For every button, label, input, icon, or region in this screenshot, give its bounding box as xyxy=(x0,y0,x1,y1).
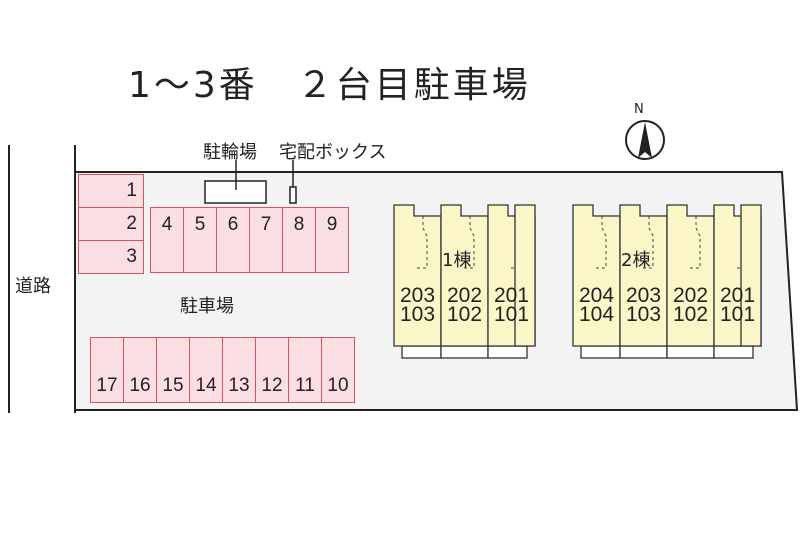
parking-space: 10 xyxy=(321,337,355,403)
parking-space: 5 xyxy=(183,207,217,273)
north-label: N xyxy=(634,102,644,117)
unit-lower: 104 xyxy=(578,303,615,326)
building xyxy=(393,204,536,359)
parking-space-number: 8 xyxy=(293,214,305,235)
parking-space: 17 xyxy=(90,337,124,403)
parking-space-number: 7 xyxy=(260,214,272,235)
balcony xyxy=(401,345,442,359)
parking-space: 2 xyxy=(78,207,144,241)
parking-space-number: 4 xyxy=(161,214,173,235)
building xyxy=(572,204,762,359)
parking-space: 4 xyxy=(150,207,184,273)
parking-space: 8 xyxy=(282,207,316,273)
parking-space: 15 xyxy=(156,337,190,403)
balcony xyxy=(487,345,528,359)
unit-upper: 203 xyxy=(399,284,436,307)
unit-lower: 103 xyxy=(625,303,662,326)
bicycle-parking-label: 駐輪場 xyxy=(203,142,257,163)
parking-space: 1 xyxy=(78,174,144,208)
balcony xyxy=(580,345,621,359)
parking-space: 9 xyxy=(315,207,349,273)
unit-lower: 102 xyxy=(672,303,709,326)
parking-space: 14 xyxy=(189,337,223,403)
parking-space-number: 10 xyxy=(327,375,349,396)
parking-space: 3 xyxy=(78,240,144,274)
parking-space-number: 15 xyxy=(162,375,184,396)
parking-space-number: 12 xyxy=(261,375,283,396)
unit-upper: 202 xyxy=(672,284,709,307)
parking-space-number: 3 xyxy=(126,246,137,267)
parking-space: 16 xyxy=(123,337,157,403)
parking-space-number: 1 xyxy=(126,180,137,201)
parking-space-number: 17 xyxy=(96,375,118,396)
parking-lot-label: 駐車場 xyxy=(180,296,234,317)
balcony xyxy=(666,345,715,359)
building-name: 2棟 xyxy=(621,250,651,271)
balcony xyxy=(619,345,668,359)
unit-lower: 102 xyxy=(446,303,483,326)
parking-space: 13 xyxy=(222,337,256,403)
balcony xyxy=(713,345,754,359)
parking-space: 11 xyxy=(288,337,322,403)
parking-space-number: 2 xyxy=(126,213,137,234)
parking-space-number: 6 xyxy=(227,214,239,235)
delivery-box-label: 宅配ボックス xyxy=(279,142,387,163)
parking-space-number: 14 xyxy=(195,375,217,396)
unit-upper: 202 xyxy=(446,284,483,307)
balcony xyxy=(440,345,489,359)
parking-space-number: 5 xyxy=(194,214,206,235)
page-title: 1～3番 ２台目駐車場 xyxy=(128,65,531,106)
unit-upper: 201 xyxy=(493,284,530,307)
road-label: 道路 xyxy=(15,276,51,297)
parking-space-number: 11 xyxy=(295,375,315,396)
parking-space: 7 xyxy=(249,207,283,273)
unit-upper: 204 xyxy=(578,284,615,307)
parking-space-number: 9 xyxy=(326,214,338,235)
parking-space-number: 13 xyxy=(228,375,250,396)
unit-lower: 101 xyxy=(719,303,756,326)
unit-upper: 203 xyxy=(625,284,662,307)
unit-upper: 201 xyxy=(719,284,756,307)
parking-space-number: 16 xyxy=(129,375,151,396)
unit-lower: 101 xyxy=(493,303,530,326)
unit-lower: 103 xyxy=(399,303,436,326)
parking-space: 6 xyxy=(216,207,250,273)
delivery-box xyxy=(289,186,297,204)
north-compass-icon xyxy=(625,120,665,160)
building-name: 1棟 xyxy=(442,250,472,271)
parking-space: 12 xyxy=(255,337,289,403)
